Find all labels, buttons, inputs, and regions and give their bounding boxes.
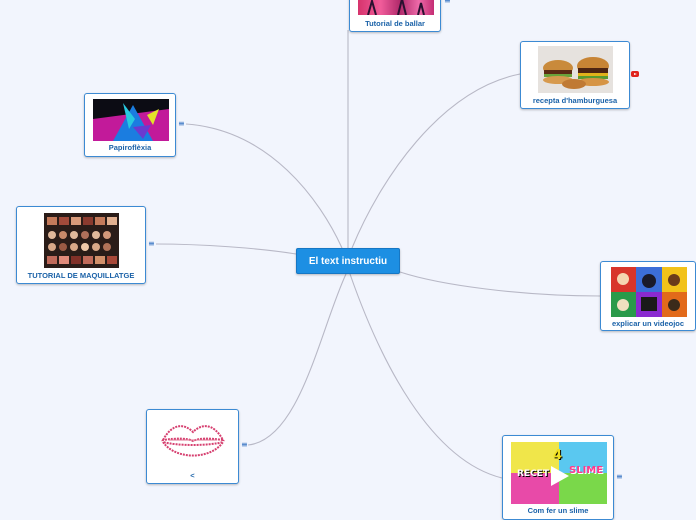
topic-node-maquillatge[interactable]: TUTORIAL DE MAQUILLATGE xyxy=(16,206,146,284)
topic-node-papiroflexia[interactable]: Papiroflèxia xyxy=(84,93,176,157)
lips-print-image xyxy=(159,416,227,466)
link-hamburguesa xyxy=(351,73,521,249)
topic-node-lips[interactable]: < xyxy=(146,409,239,484)
topic-node-ballar[interactable]: Tutorial de ballar xyxy=(349,0,441,32)
notes-icon[interactable]: ≡ xyxy=(241,440,248,449)
notes-icon[interactable]: ≡ xyxy=(148,239,155,248)
youtube-icon[interactable] xyxy=(631,71,639,77)
topic-label: TUTORIAL DE MAQUILLATGE xyxy=(27,271,135,280)
topic-label: Com fer un slime xyxy=(527,506,589,515)
link-lips xyxy=(247,273,347,446)
origami-crane-photo xyxy=(93,99,169,141)
topic-label: recepta d'hamburguesa xyxy=(532,96,618,105)
notes-icon[interactable]: ≡ xyxy=(444,0,451,5)
topic-label: explicar un videojoc xyxy=(611,319,685,328)
notes-icon[interactable]: ≡ xyxy=(178,119,185,128)
link-slime xyxy=(349,273,503,479)
burgers-photo xyxy=(538,46,613,93)
topic-node-videojoc[interactable]: explicar un videojoc xyxy=(600,261,696,331)
thumbnail-text-slime: SLIME xyxy=(569,465,604,476)
videogame-collage xyxy=(611,267,687,317)
link-videojoc xyxy=(399,271,601,297)
thumbnail-text-4: 4 xyxy=(553,448,563,463)
link-papiroflexia xyxy=(185,123,343,249)
topic-label: Papiroflèxia xyxy=(108,143,152,152)
dancing-photo xyxy=(358,0,434,15)
topic-label: Tutorial de ballar xyxy=(365,19,425,28)
slime-recipe-thumbnail: RECET 4 SLIME xyxy=(511,442,607,504)
makeup-palette-photo xyxy=(44,213,119,268)
central-topic[interactable]: El text instructiu xyxy=(296,248,400,274)
thumbnail-text-recet: RECET xyxy=(517,469,549,479)
topic-node-slime[interactable]: RECET 4 SLIME Com fer un slime xyxy=(502,435,614,520)
notes-icon[interactable]: ≡ xyxy=(616,472,623,481)
topic-label: < xyxy=(190,471,195,480)
topic-node-hamburguesa[interactable]: recepta d'hamburguesa xyxy=(520,41,630,109)
link-maquillatge xyxy=(155,243,297,255)
